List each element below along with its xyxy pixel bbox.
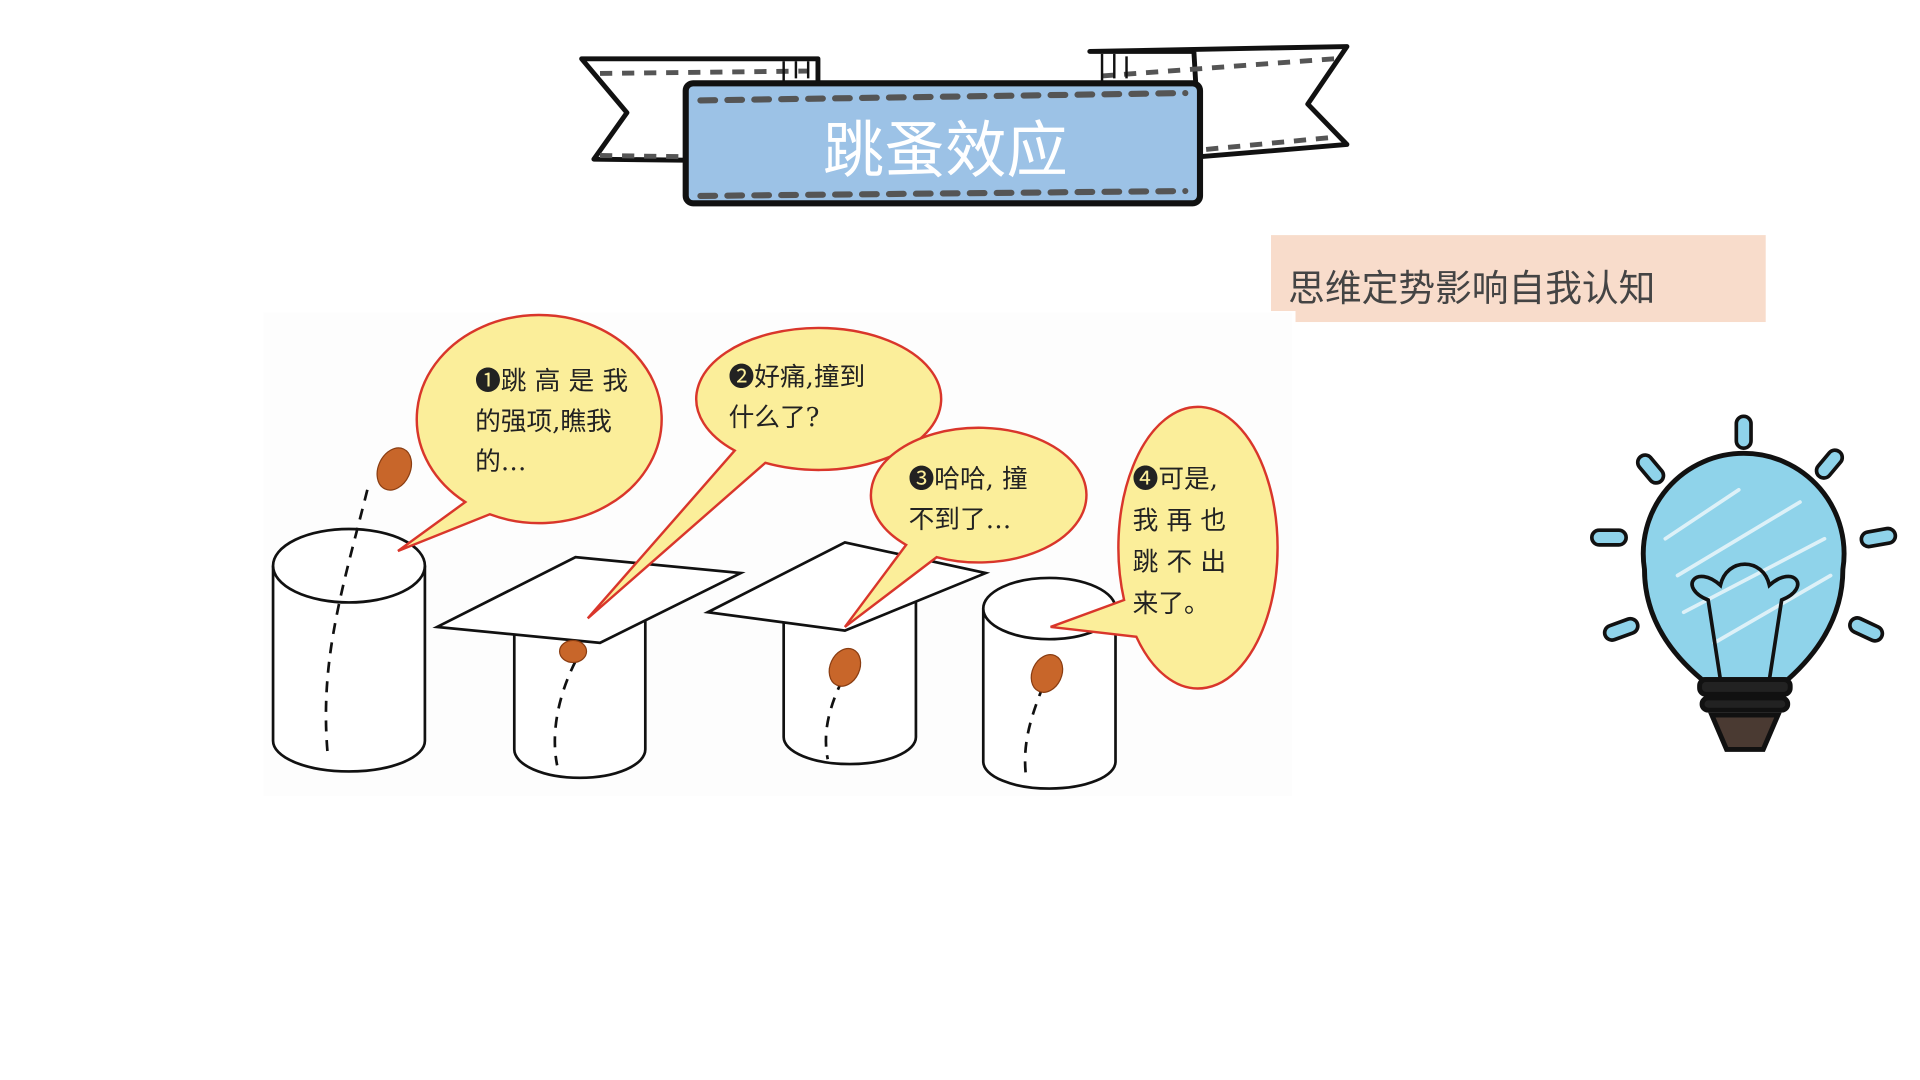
speech-bubble-1: [397, 313, 663, 553]
bubble-4-text: ❹可是, 我 再 也 跳 不 出 来了。: [1133, 464, 1235, 619]
subtitle-box: 思维定势影响自我认知: [1271, 235, 1766, 324]
jar-2: [512, 612, 647, 780]
bubble-3-text: ❸哈哈, 撞 不到了…: [909, 464, 1036, 534]
flea-illustration: ❶跳 高 是 我 的强项,瞧我 的… ❷好痛,撞到 什么了? ❸哈哈, 撞 不到…: [263, 312, 1292, 796]
speech-bubble-4: [1050, 405, 1279, 690]
bubble-1-text: ❶跳 高 是 我 的强项,瞧我 的…: [475, 366, 636, 477]
slide-title: 跳蚤效应: [823, 115, 1068, 186]
flea-2: [558, 639, 588, 664]
flea-1: [376, 447, 413, 491]
speech-bubble-3: [843, 426, 1088, 628]
flea-4: [1030, 654, 1064, 693]
subtitle-text: 思维定势影响自我认知: [1288, 267, 1655, 310]
jar-1: [271, 489, 427, 773]
lightbulb-icon: [1590, 414, 1898, 752]
bubble-2-text: ❷好痛,撞到 什么了?: [729, 363, 874, 433]
title-banner: 跳蚤效应: [579, 44, 1350, 207]
speech-bubble-2: [586, 326, 943, 620]
flea-3: [828, 647, 862, 687]
lid-1: [432, 555, 746, 645]
